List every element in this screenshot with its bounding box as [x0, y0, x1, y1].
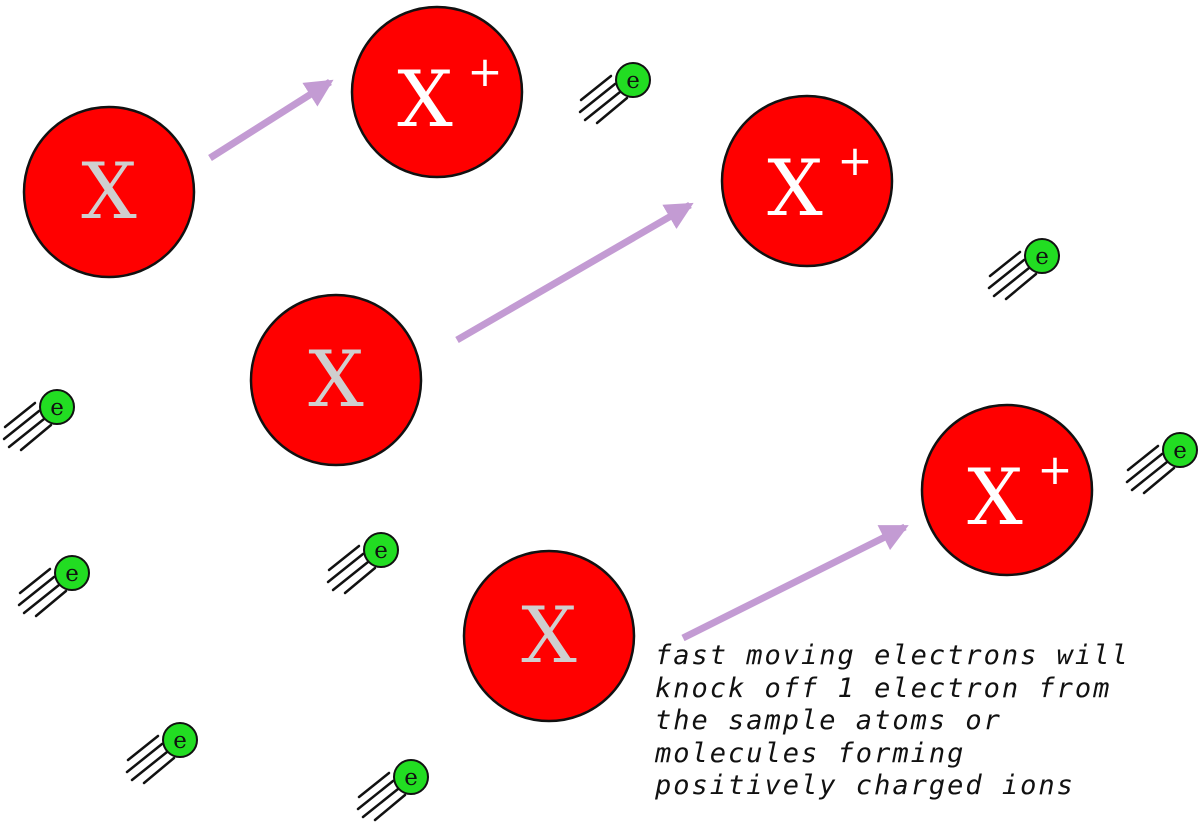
electron-label: e [173, 728, 187, 754]
electron-label: e [374, 538, 388, 564]
ion-charge: + [467, 47, 502, 96]
ion-charge: + [837, 136, 872, 185]
motion-line [1126, 444, 1160, 472]
atom: X [249, 293, 423, 467]
atom-label: X [81, 147, 137, 237]
ion-circle [350, 5, 524, 179]
atom-label: X [521, 591, 577, 681]
motion-line [130, 750, 169, 782]
electron-label: e [404, 765, 418, 791]
motion-line [1130, 460, 1169, 492]
electron: e [17, 555, 90, 618]
motion-line [356, 779, 395, 811]
motion-line [579, 74, 613, 102]
ion-circle [920, 403, 1094, 577]
motion-line [1125, 452, 1164, 484]
ion-label: X [397, 55, 453, 145]
atom-circle [462, 549, 636, 723]
electron-label: e [50, 395, 64, 421]
caption: fast moving electrons will knock off 1 e… [655, 640, 1175, 803]
motion-line [343, 566, 377, 595]
motion-line [373, 793, 407, 822]
fast-electrons: e e e e e e e e [2, 62, 1198, 822]
electron: e [356, 759, 429, 822]
motion-line [17, 575, 56, 607]
ion-circle [720, 94, 894, 268]
motion-line [361, 787, 400, 819]
caption-line: knock off 1 electron from [655, 672, 1112, 704]
electron: e [326, 532, 399, 595]
electron: e [578, 62, 651, 125]
atom-circle [249, 293, 423, 467]
motion-line [578, 82, 617, 114]
electron-label: e [1035, 244, 1049, 270]
atom: X [22, 105, 196, 279]
motion-line [142, 756, 176, 785]
atom-circle [22, 105, 196, 279]
electron-ball [363, 532, 399, 568]
caption-line: the sample atoms or [655, 705, 1002, 736]
atom-label: X [308, 335, 364, 425]
ion: X+ [920, 403, 1094, 577]
reaction-arrow [681, 523, 909, 642]
electron-label: e [65, 561, 79, 587]
motion-line [1142, 466, 1176, 495]
motion-line [1004, 272, 1038, 301]
caption-line: fast moving electrons will [655, 640, 1130, 671]
motion-line [326, 552, 365, 584]
electron-ball [615, 62, 651, 98]
motion-line [18, 567, 52, 595]
electron-ball [162, 722, 198, 758]
ion: X+ [720, 94, 894, 268]
arrows [208, 79, 909, 642]
electron-label: e [1173, 438, 1187, 464]
electron-label: e [626, 68, 640, 94]
motion-line [34, 589, 68, 618]
atom: X [462, 549, 636, 723]
electron: e [1125, 432, 1198, 495]
motion-line [22, 583, 61, 615]
caption-line: positively charged ions [655, 770, 1075, 801]
motion-line [988, 250, 1022, 278]
ion-label: X [767, 144, 823, 234]
motion-line [595, 96, 629, 125]
motion-line [357, 771, 391, 799]
electron: e [987, 238, 1060, 301]
motion-line [987, 258, 1026, 290]
ion-label: X [967, 453, 1023, 543]
electron-ball [393, 759, 429, 795]
motion-line [126, 734, 160, 762]
motion-line [2, 409, 41, 441]
motion-line [125, 742, 164, 774]
motion-line [3, 401, 37, 429]
positive-ions: X+X+X+ [350, 5, 1094, 577]
electron-ball [1162, 432, 1198, 468]
motion-line [583, 90, 622, 122]
electron-ball [39, 389, 75, 425]
motion-line [19, 423, 53, 452]
electron-ball [54, 555, 90, 591]
reaction-arrow [208, 79, 334, 161]
neutral-atoms: X X X [22, 105, 636, 723]
motion-line [327, 544, 361, 572]
motion-line [331, 560, 370, 592]
motion-line [992, 266, 1031, 298]
motion-line [7, 417, 46, 449]
electron: e [125, 722, 198, 785]
electron: e [2, 389, 75, 452]
ion-charge: + [1037, 445, 1072, 494]
reaction-arrow [455, 201, 694, 344]
electron-ball [1024, 238, 1060, 274]
ion: X+ [350, 5, 524, 179]
caption-line: molecules forming [655, 737, 966, 769]
